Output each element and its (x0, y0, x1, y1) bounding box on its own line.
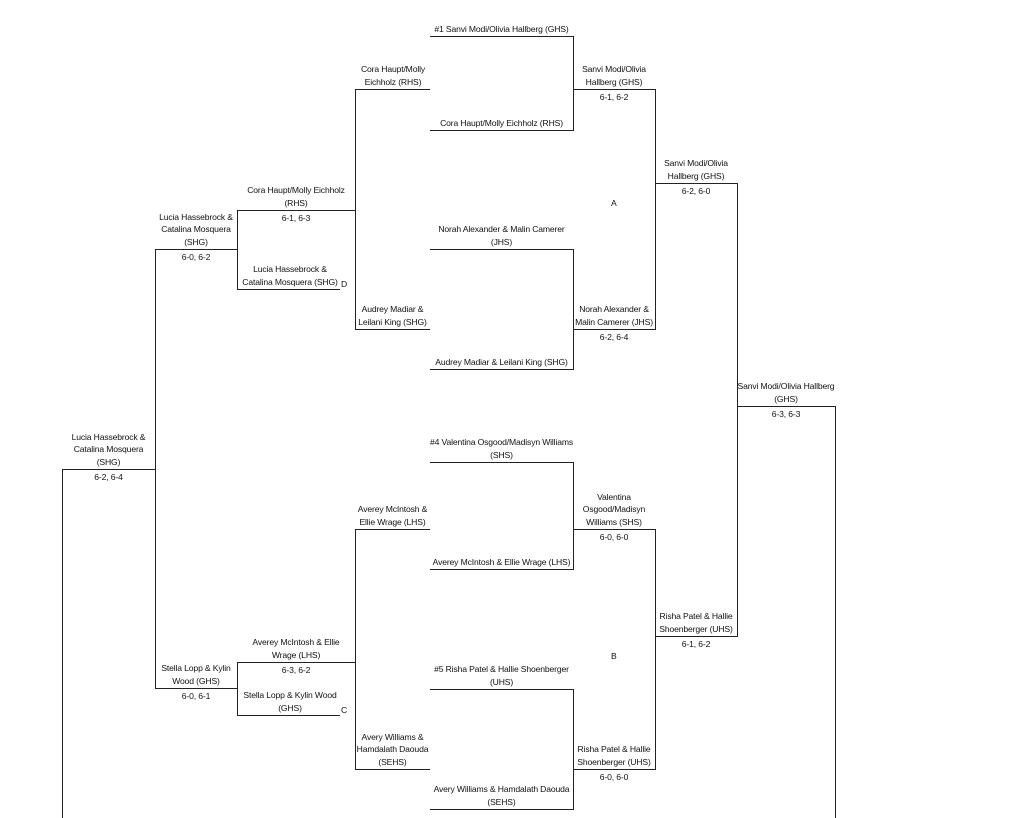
qf-winner-4: Risha Patel & Hallie Shoenberger (UHS) (577, 744, 651, 767)
cons-r3-winner-1: Lucia Hassebrock & Catalina Mosquera (SH… (159, 211, 233, 247)
cons-r1-team-2: Audrey Madiar & Leilani King (SHG) (358, 304, 427, 327)
qf-score-4: 6-0, 6-0 (599, 772, 629, 782)
champion: Sanvi Modi/Olivia Hallberg (GHS) (737, 381, 835, 404)
bracket-line (430, 36, 573, 38)
r1-team-5: #4 Valentina Osgood/Madisyn Williams (SH… (430, 437, 573, 460)
qf-score-1: 6-1, 6-2 (599, 92, 629, 102)
r1-team-7: #5 Risha Patel & Hallie Shoenberger (UHS… (434, 664, 569, 687)
bracket-connector (835, 406, 837, 818)
bracket-connector (237, 662, 239, 716)
sf-winner-2: Risha Patel & Hallie Shoenberger (UHS) (659, 611, 733, 634)
bracket-line (430, 369, 573, 371)
bracket-line (237, 662, 355, 664)
bracket-line (655, 183, 737, 185)
bracket-connector (573, 249, 575, 370)
qf-winner-3: Valentina Osgood/Madisyn Williams (SHS) (582, 491, 646, 527)
sf-score-2: 6-1, 6-2 (681, 639, 711, 649)
bracket-line (355, 769, 430, 771)
cons-r1-team-1: Cora Haupt/Molly Eichholz (RHS) (361, 64, 425, 87)
r1-team-4: Audrey Madiar & Leilani King (SHG) (435, 356, 568, 367)
bracket-connector (655, 89, 657, 330)
sf-winner-1: Sanvi Modi/Olivia Hallberg (GHS) (664, 158, 728, 181)
cons-r2-winner-2: Averey McIntosh & Ellie Wrage (LHS) (252, 637, 340, 660)
cons-r2-team-4: Stella Lopp & Kylin Wood (GHS) (243, 690, 337, 713)
bracket-line (430, 462, 573, 464)
marker-c: C (341, 705, 348, 715)
qf-score-2: 6-2, 6-4 (599, 332, 629, 342)
cons-r2-winner-1: Cora Haupt/Molly Eichholz (RHS) (247, 185, 345, 208)
bracket-line (355, 329, 430, 331)
bracket-line (237, 715, 340, 717)
sf-score-1: 6-2, 6-0 (681, 186, 711, 196)
bracket-line (655, 636, 737, 638)
bracket-line (237, 210, 355, 212)
bracket-line (573, 89, 655, 91)
bracket-connector (355, 89, 357, 330)
bracket-line (573, 529, 655, 531)
bracket-line (430, 689, 573, 691)
bracket-line (737, 406, 835, 408)
cons-r2-score-1: 6-1, 6-3 (281, 213, 311, 223)
bracket-line (430, 249, 573, 251)
bracket-connector (62, 469, 64, 818)
r1-team-3: Norah Alexander & Malin Camerer (JHS) (438, 224, 565, 247)
marker-b: B (611, 651, 617, 661)
bracket-connector (155, 249, 157, 689)
bracket-line (430, 809, 573, 811)
qf-winner-2: Norah Alexander & Malin Camerer (JHS) (575, 304, 653, 327)
bracket-line (430, 569, 573, 571)
bracket-connector (573, 36, 575, 131)
r1-team-8: Avery Williams & Hamdalath Daouda (SEHS) (433, 784, 570, 807)
r1-team-1: #1 Sanvi Modi/Olivia Hallberg (GHS) (434, 23, 569, 34)
bracket-connector (737, 183, 739, 637)
cons-r2-team-2: Lucia Hassebrock & Catalina Mosquera (SH… (242, 264, 338, 287)
marker-d: D (341, 279, 348, 289)
bracket-line (573, 769, 655, 771)
bracket-connector (355, 529, 357, 770)
bracket-line (430, 130, 573, 132)
cons-r3-score-1: 6-0, 6-2 (181, 252, 211, 262)
bracket-connector (573, 462, 575, 570)
bracket-line (155, 688, 237, 690)
bracket-line (237, 289, 340, 291)
r1-team-6: Averey McIntosh & Ellie Wrage (LHS) (432, 556, 571, 567)
r1-team-2: Cora Haupt/Molly Eichholz (RHS) (440, 117, 563, 128)
bracket-connector (237, 210, 239, 290)
qf-score-3: 6-0, 6-0 (599, 532, 629, 542)
bracket-line (573, 329, 655, 331)
marker-a: A (611, 198, 617, 208)
bracket-line (155, 249, 237, 251)
cons-r3-score-2: 6-0, 6-1 (181, 691, 211, 701)
cons-r1-team-4: Avery Williams & Hamdalath Daouda (SEHS) (356, 731, 429, 767)
consolation-winner: Lucia Hassebrock & Catalina Mosquera (SH… (71, 431, 146, 467)
cons-r1-team-3: Averey McIntosh & Ellie Wrage (LHS) (357, 504, 428, 527)
bracket-line (355, 529, 430, 531)
bracket-line (62, 469, 155, 471)
final-score: 6-3, 6-3 (771, 409, 801, 419)
bracket-connector (573, 689, 575, 810)
bracket-line (355, 89, 430, 91)
qf-winner-1: Sanvi Modi/Olivia Hallberg (GHS) (582, 64, 646, 87)
cons-r2-score-2: 6-3, 6-2 (281, 665, 311, 675)
consolation-final-score: 6-2, 6-4 (94, 472, 123, 482)
bracket-connector (655, 529, 657, 770)
cons-r3-winner-2: Stella Lopp & Kylin Wood (GHS) (161, 663, 231, 686)
